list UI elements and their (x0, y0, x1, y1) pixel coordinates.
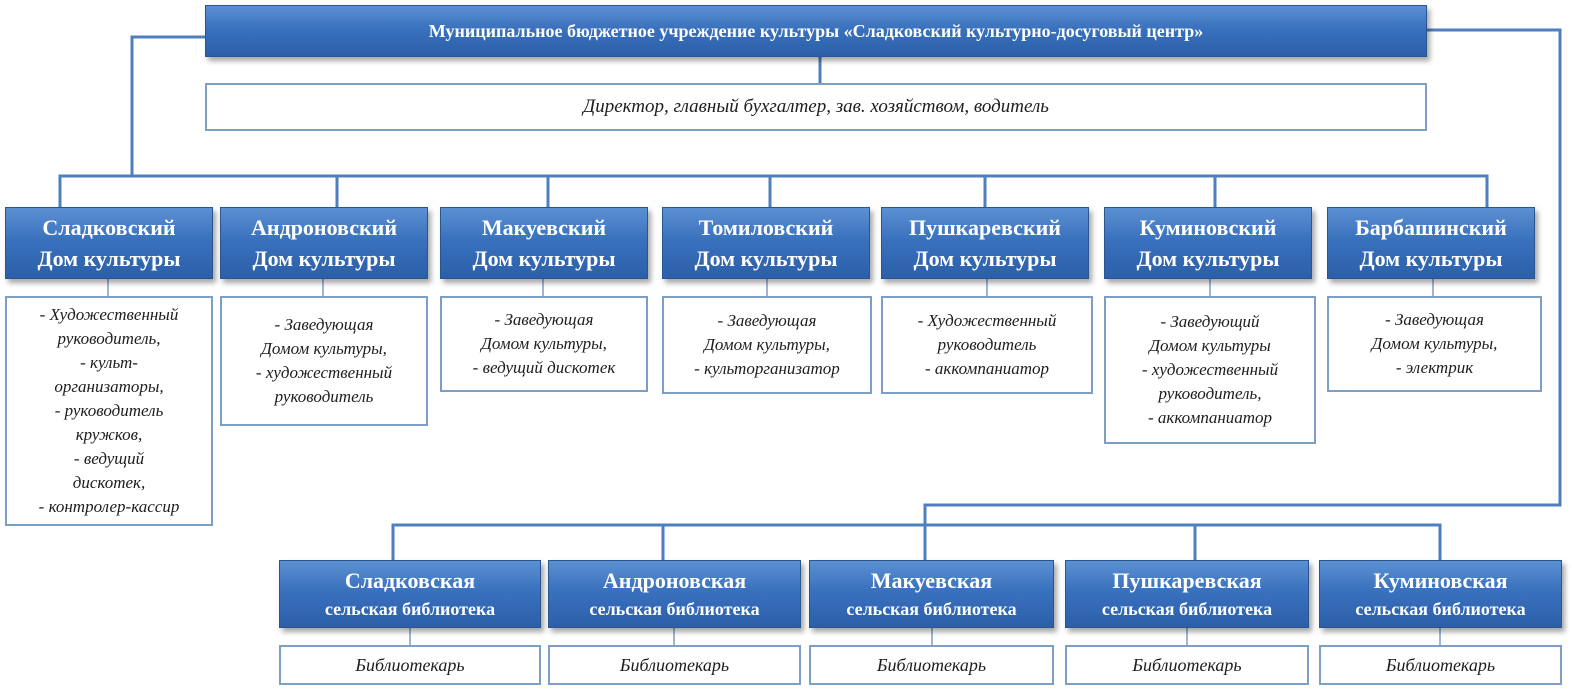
staff-line: руководитель (274, 387, 374, 406)
staff-line: руководитель, (1158, 384, 1262, 403)
house-type: Дом культуры (694, 246, 838, 271)
staff-line: - ведущий (73, 449, 145, 468)
house-tomilovsky: Томиловский Дом культуры (662, 207, 870, 279)
staff-line: руководитель (937, 335, 1037, 354)
staff-line: Библиотекарь (355, 654, 465, 675)
house-name: Андроновский (251, 215, 397, 240)
house-barbashinsky: Барбашинский Дом культуры (1327, 207, 1535, 279)
house-staff-barbashinsky: - Заведующая Домом культуры, - электрик (1327, 296, 1542, 392)
staff-line: - Заведующая (1385, 310, 1484, 329)
staff-line: Домом культуры, (704, 335, 830, 354)
house-type: Дом культуры (37, 246, 181, 271)
house-staff-pushkarevsky: - Художественный руководитель - аккомпан… (881, 296, 1093, 394)
staff-line: - Заведующая (494, 310, 594, 329)
root-staff-text: Директор, главный бухгалтер, зав. хозяйс… (583, 96, 1049, 117)
staff-line: - руководитель (54, 401, 164, 420)
house-name: Барбашинский (1355, 215, 1507, 240)
house-type: Дом культуры (252, 246, 396, 271)
staff-line: - аккомпаниатор (924, 359, 1050, 378)
library-type: сельская библиотека (324, 599, 496, 619)
staff-line: руководитель, (57, 329, 161, 348)
library-makuevskaya: Макуевская сельская библиотека (809, 560, 1054, 628)
staff-line: Домом культуры (1149, 336, 1271, 355)
root-title: Муниципальное бюджетное учреждение культ… (428, 20, 1204, 41)
library-name: Андроновская (602, 568, 747, 593)
library-type: сельская библиотека (589, 599, 760, 619)
staff-line: Домом культуры, (261, 339, 387, 358)
house-type: Дом культуры (472, 246, 616, 271)
staff-line: - художественный (1141, 360, 1279, 379)
house-type: Дом культуры (1136, 246, 1280, 271)
staff-line: - культорганизатор (694, 359, 840, 378)
staff-line: - Заведующий (1160, 312, 1260, 331)
house-name: Куминовский (1139, 215, 1277, 240)
staff-line: - контролер-кассир (38, 497, 180, 516)
library-staff-pushkarevskaya: Библиотекарь (1065, 645, 1309, 685)
library-andronovskaya: Андроновская сельская библиотека (548, 560, 801, 628)
staff-line: Домом культуры, (1371, 334, 1498, 353)
staff-line: Библиотекарь (1132, 654, 1242, 675)
house-name: Томиловский (698, 215, 834, 240)
house-type: Дом культуры (1359, 246, 1503, 271)
library-staff-makuevskaya: Библиотекарь (809, 645, 1054, 685)
library-name: Сладковская (344, 568, 476, 593)
house-staff-andronovsky: - Заведующая Домом культуры, - художеств… (220, 296, 428, 426)
staff-line: - художественный (255, 363, 393, 382)
root-houses-connector (130, 35, 207, 178)
staff-line: - Художественный (917, 311, 1057, 330)
library-name: Куминовская (1373, 568, 1508, 593)
root-libraries-connector (923, 28, 1562, 527)
library-kuminovskaya: Куминовская сельская библиотека (1319, 560, 1562, 628)
house-name: Сладковский (42, 215, 176, 240)
staff-line: - Заведующая (274, 315, 374, 334)
root-staff-box: Директор, главный бухгалтер, зав. хозяйс… (205, 83, 1427, 131)
staff-line: организаторы, (54, 377, 164, 396)
library-staff-andronovskaya: Библиотекарь (548, 645, 801, 685)
library-pushkarevskaya: Пушкаревская сельская библиотека (1065, 560, 1309, 628)
library-name: Пушкаревская (1112, 568, 1262, 593)
staff-line: - Заведующая (717, 311, 817, 330)
root-organization-box: Муниципальное бюджетное учреждение культ… (205, 5, 1427, 57)
house-staff-tomilovsky: - Заведующая Домом культуры, - культорга… (662, 296, 872, 394)
staff-line: кружков, (75, 425, 143, 444)
library-staff-sladkovskaya: Библиотекарь (279, 645, 541, 685)
house-makuevsky: Макуевский Дом культуры (440, 207, 648, 279)
staff-line: Библиотекарь (876, 654, 987, 675)
house-staff-sladkovsky: - Художественный руководитель, - культ- … (5, 296, 213, 526)
house-andronovsky: Андроновский Дом культуры (220, 207, 428, 279)
library-staff-kuminovskaya: Библиотекарь (1319, 645, 1562, 685)
house-name: Пушкаревский (909, 215, 1061, 240)
library-type: сельская библиотека (846, 599, 1017, 619)
staff-line: Библиотекарь (1385, 654, 1496, 675)
staff-line: - Художественный (39, 305, 179, 324)
staff-line: - ведущий дискотек (472, 358, 616, 377)
staff-line: Библиотекарь (619, 654, 730, 675)
house-pushkarevsky: Пушкаревский Дом культуры (881, 207, 1089, 279)
library-name: Макуевская (870, 568, 993, 593)
staff-line: - культ- (80, 353, 138, 372)
staff-line: Домом культуры, (481, 334, 607, 353)
library-sladkovskaya: Сладковская сельская библиотека (279, 560, 541, 628)
library-type: сельская библиотека (1355, 599, 1526, 619)
library-type: сельская библиотека (1101, 599, 1273, 619)
staff-line: - электрик (1395, 358, 1474, 377)
staff-line: дискотек, (72, 473, 146, 492)
house-name: Макуевский (481, 215, 607, 240)
house-staff-makuevsky: - Заведующая Домом культуры, - ведущий д… (440, 296, 648, 392)
house-sladkovsky: Сладковский Дом культуры (5, 207, 213, 279)
house-type: Дом культуры (913, 246, 1057, 271)
staff-line: - аккомпаниатор (1147, 408, 1273, 427)
house-staff-kuminovsky: - Заведующий Домом культуры - художестве… (1104, 296, 1316, 444)
house-kuminovsky: Куминовский Дом культуры (1104, 207, 1312, 279)
